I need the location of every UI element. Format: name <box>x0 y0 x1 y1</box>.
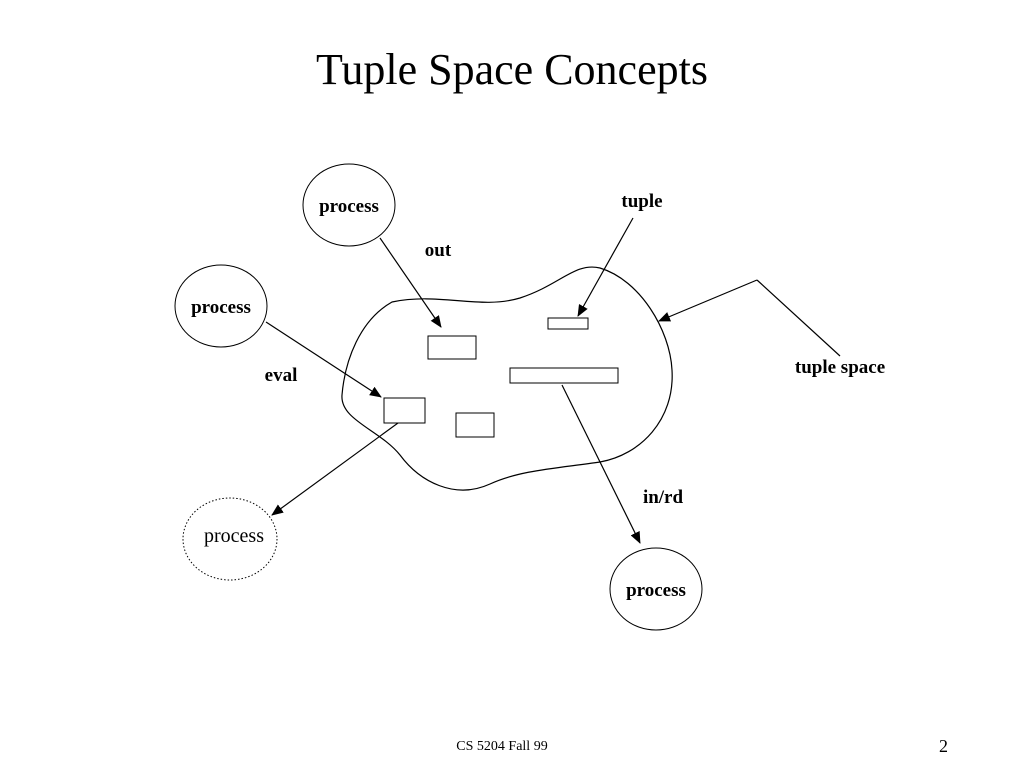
slide-title: Tuple Space Concepts <box>316 45 708 94</box>
in-rd-label: in/rd <box>643 487 684 508</box>
process-circle-left <box>174 264 268 348</box>
in-rd-arrow <box>561 384 641 544</box>
slide-footer: CS 5204 Fall 99 <box>456 739 548 754</box>
tuple-space-blob <box>341 266 673 491</box>
tuple-space-connector <box>756 279 841 357</box>
process-label-bottom: process <box>626 580 686 601</box>
tuple-small <box>547 317 589 330</box>
eval-label: eval <box>265 365 298 386</box>
tuple-a <box>427 335 477 360</box>
tuple-space-pointer-arrow <box>658 279 758 322</box>
out-label: out <box>425 240 452 261</box>
process-circle-bottom <box>609 547 703 631</box>
process-label-top: process <box>319 196 379 217</box>
tuple-pointer-arrow <box>577 217 634 317</box>
tuple-b <box>455 412 495 438</box>
tuple-label: tuple <box>621 191 662 212</box>
page-number: 2 <box>939 736 948 756</box>
eval-arrow <box>265 321 382 398</box>
spawn-arrow <box>271 422 399 516</box>
process-circle-spawned <box>182 497 278 581</box>
process-circle-top <box>302 163 396 247</box>
process-label-spawned: process <box>204 525 264 547</box>
tuple-long <box>509 367 619 384</box>
tuple-space-label: tuple space <box>795 357 885 378</box>
tuple-eval <box>383 397 426 424</box>
out-arrow <box>379 237 442 328</box>
process-label-left: process <box>191 297 251 318</box>
